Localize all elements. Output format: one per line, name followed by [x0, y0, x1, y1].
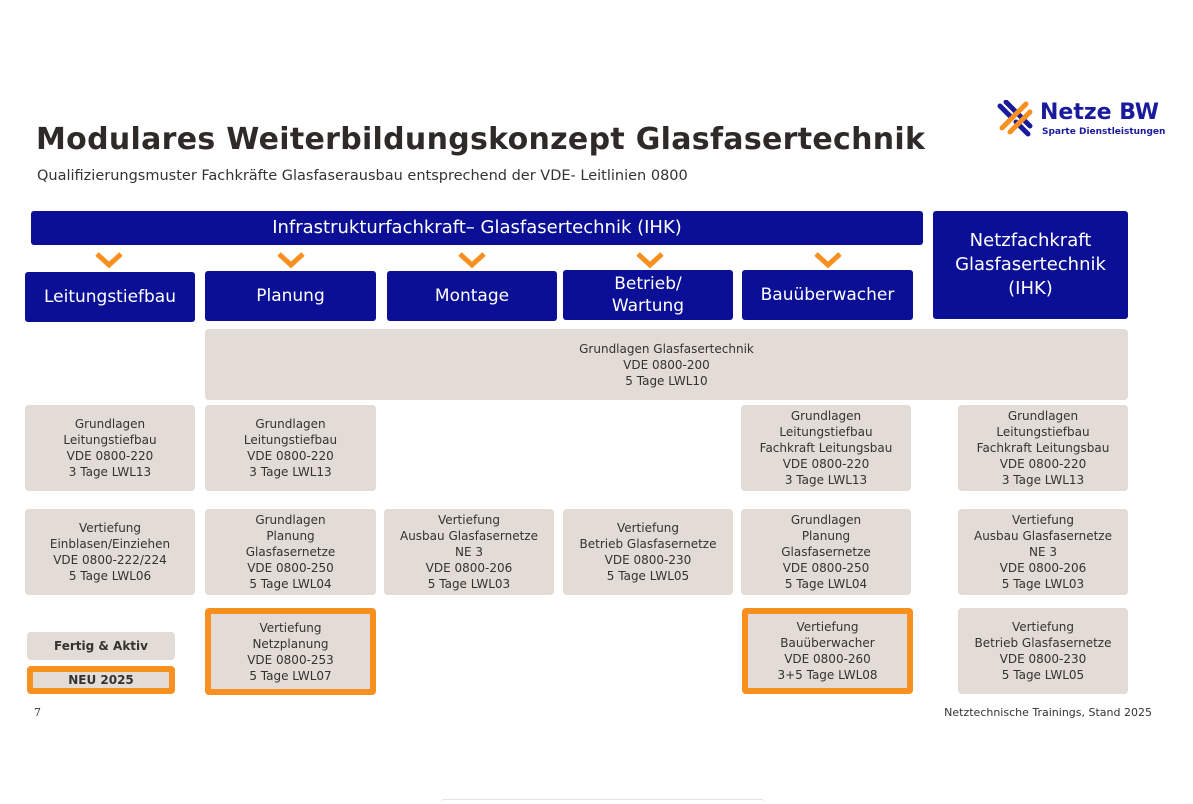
module-card: Grundlagen Leitungstiefbau VDE 0800-220 … — [205, 405, 376, 491]
category-leitungstiefbau: Leitungstiefbau — [25, 272, 195, 322]
module-card: Vertiefung Einblasen/Einziehen VDE 0800-… — [25, 509, 195, 595]
page-subtitle: Qualifizierungsmuster Fachkräfte Glasfas… — [37, 168, 688, 184]
module-card: Vertiefung Ausbau Glasfasernetze NE 3 VD… — [958, 509, 1128, 595]
netze-bw-logo-icon — [997, 100, 1033, 137]
module-card: Grundlagen Leitungstiefbau Fachkraft Lei… — [741, 405, 911, 491]
legend-neu-2025: NEU 2025 — [27, 666, 175, 694]
logo-name: Netze BW — [1040, 100, 1160, 125]
legend-fertig-aktiv: Fertig & Aktiv — [27, 632, 175, 660]
category-bauueberwacher: Bauüberwacher — [742, 270, 913, 320]
module-grundlagen-glasfasertechnik: Grundlagen Glasfasertechnik VDE 0800-200… — [205, 329, 1128, 400]
module-card: Vertiefung Ausbau Glasfasernetze NE 3 VD… — [384, 509, 554, 595]
category-planung: Planung — [205, 271, 376, 321]
logo-subtitle: Sparte Dienstleistungen — [1042, 127, 1166, 137]
module-card: Grundlagen Planung Glasfasernetze VDE 08… — [741, 509, 911, 595]
module-card: Vertiefung Betrieb Glasfasernetze VDE 08… — [958, 608, 1128, 694]
chevron-down-icon — [814, 252, 842, 269]
page-number: 7 — [34, 706, 41, 719]
chevron-down-icon — [458, 252, 486, 269]
module-card-new: Vertiefung Bauüberwacher VDE 0800-260 3+… — [742, 608, 913, 694]
page-title: Modulares Weiterbildungskonzept Glasfase… — [36, 122, 926, 157]
footer-text: Netztechnische Trainings, Stand 2025 — [944, 706, 1152, 719]
chevron-down-icon — [95, 252, 123, 269]
module-card: Grundlagen Leitungstiefbau VDE 0800-220 … — [25, 405, 195, 491]
header-bar-infrastrukturfachkraft: Infrastrukturfachkraft– Glasfasertechnik… — [31, 211, 923, 245]
netzfachkraft-box: Netzfachkraft Glasfasertechnik (IHK) — [933, 211, 1128, 319]
module-card-new: Vertiefung Netzplanung VDE 0800-253 5 Ta… — [205, 608, 376, 695]
category-montage: Montage — [387, 271, 557, 321]
divider — [440, 799, 765, 804]
chevron-down-icon — [277, 252, 305, 269]
module-card: Grundlagen Leitungstiefbau Fachkraft Lei… — [958, 405, 1128, 491]
module-card: Vertiefung Betrieb Glasfasernetze VDE 08… — [563, 509, 733, 595]
chevron-down-icon — [636, 252, 664, 269]
category-betrieb-wartung: Betrieb/ Wartung — [563, 270, 733, 320]
module-card: Grundlagen Planung Glasfasernetze VDE 08… — [205, 509, 376, 595]
